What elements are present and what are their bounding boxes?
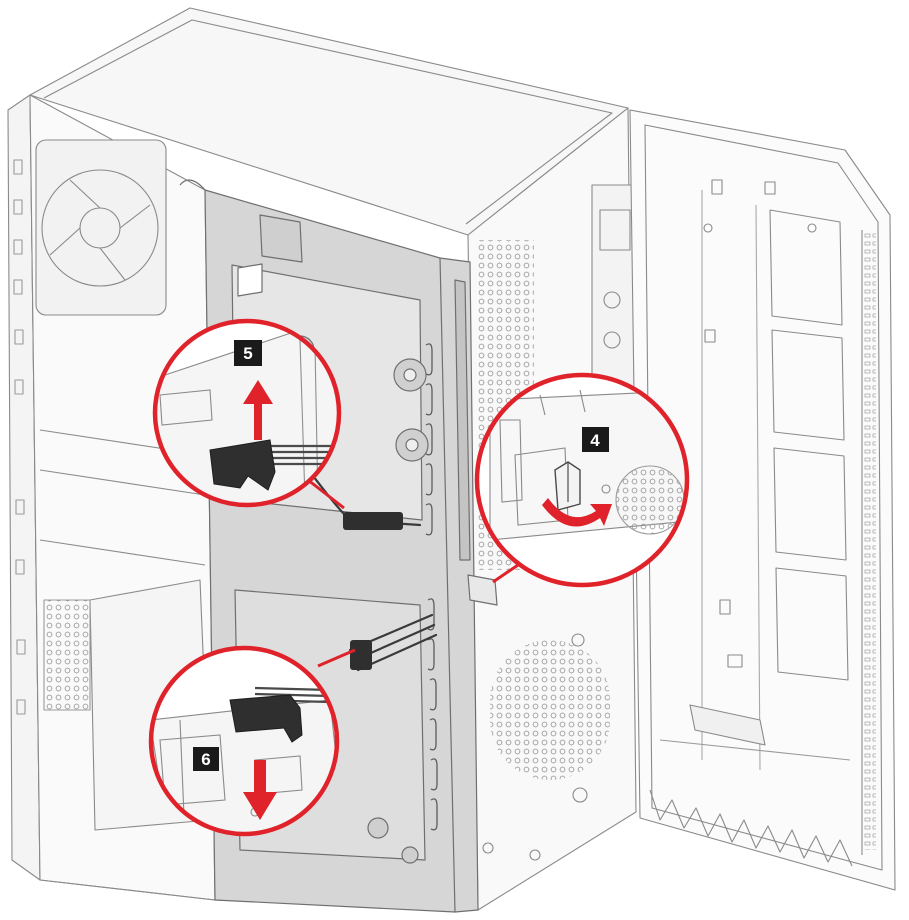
callout-step-6: 6 <box>148 645 356 837</box>
rotate-arrow-icon <box>542 498 612 527</box>
step-6-badge: 6 <box>201 750 210 769</box>
sata-connector-lower <box>350 640 372 670</box>
step-5-badge: 5 <box>243 344 252 363</box>
sata-connector-5 <box>209 439 276 491</box>
arrow-down-icon <box>243 760 277 820</box>
callout-step-4: 4 <box>474 372 690 588</box>
callout-step-5: 5 <box>152 318 345 510</box>
step-4-badge: 4 <box>590 431 600 450</box>
sata-connector-upper <box>343 512 403 530</box>
arrow-up-icon <box>243 380 273 440</box>
sata-connector-6 <box>229 694 303 743</box>
front-bezel <box>629 109 896 891</box>
